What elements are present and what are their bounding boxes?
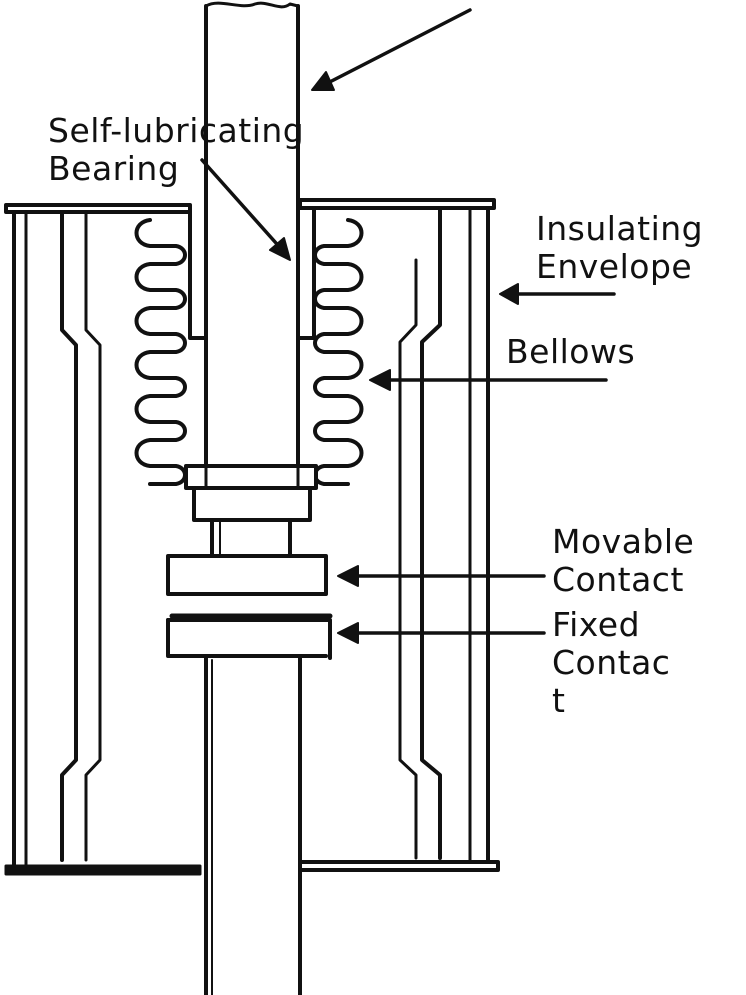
bearing-housing [188, 206, 316, 340]
arrow-fixed-head [337, 622, 359, 644]
fixed-contact [166, 613, 333, 660]
fixed-stem [204, 654, 302, 995]
arrow-movable-head [337, 565, 359, 587]
label-bearing-line2: Bearing [48, 149, 180, 188]
arrow-stem-head [311, 71, 335, 91]
contact-carrier [192, 486, 312, 522]
label-movable-line1: Movable [552, 522, 695, 561]
label-movable-contact: Movable Contact [552, 523, 694, 599]
label-self-lubricating-bearing: Self-lubricating Bearing [48, 112, 304, 188]
inner-shield-right [420, 208, 442, 860]
label-fixed-line3: t [552, 681, 566, 720]
arrow-bearing-line [200, 158, 286, 254]
bellows-flange [184, 464, 318, 490]
label-fixed-contact: Fixed Contac t [552, 606, 670, 720]
movable-contact [166, 554, 328, 596]
arrow-envelope-head [499, 283, 519, 305]
envelope-bottom-rim [4, 860, 500, 876]
inner-shield-left-edge [84, 210, 102, 862]
arrow-bearing-head [269, 237, 291, 261]
label-envelope-line1: Insulating [536, 209, 704, 248]
leader-arrows [200, 8, 616, 644]
label-bearing-line1: Self-lubricating [48, 111, 305, 150]
label-bellows: Bellows [506, 333, 635, 371]
envelope-top-rim [4, 198, 496, 214]
moving-stem [204, 1, 300, 492]
stem-neck [210, 518, 292, 558]
bellows-left [134, 218, 187, 486]
bellows-right [313, 218, 364, 486]
label-fixed-line2: Contac [552, 643, 671, 682]
inner-shield-left [60, 210, 78, 862]
label-bellows-line1: Bellows [506, 332, 636, 371]
label-movable-line2: Contact [552, 560, 684, 599]
inner-shield-right-edge [398, 258, 418, 860]
label-insulating-envelope: Insulating Envelope [536, 210, 703, 286]
arrow-stem-line [316, 8, 472, 90]
label-envelope-line2: Envelope [536, 247, 693, 286]
label-fixed-line1: Fixed [552, 605, 641, 644]
arrow-bellows-head [369, 369, 391, 391]
envelope-walls [12, 206, 490, 868]
